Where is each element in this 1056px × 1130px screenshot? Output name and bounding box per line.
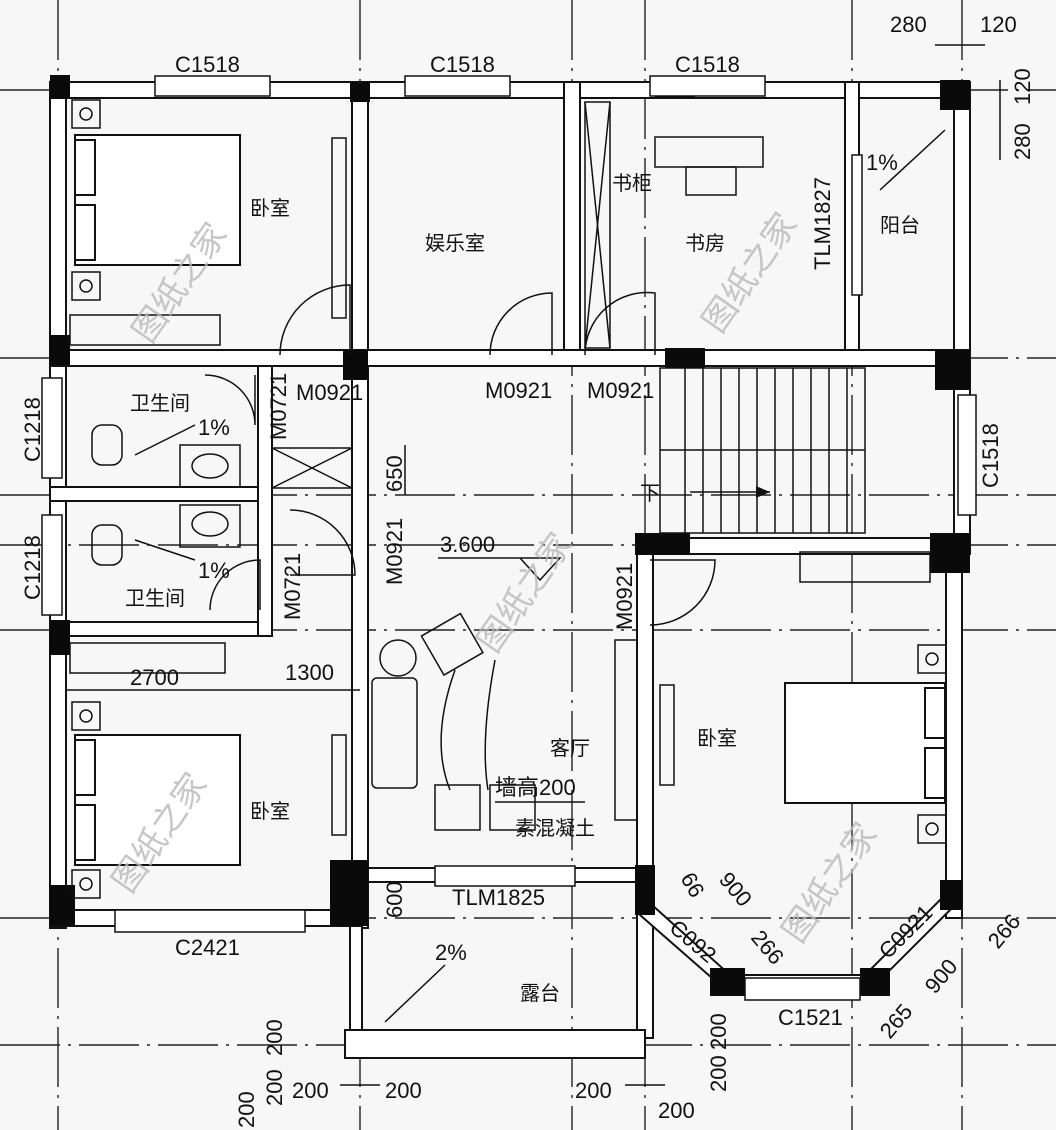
bookcase (584, 101, 611, 349)
room-bedroom-se: 卧室 (697, 727, 737, 750)
dimension: 900 (714, 867, 757, 911)
room-balcony: 阳台 (880, 214, 920, 237)
label-window: C1218 (20, 535, 45, 600)
bed-se (784, 644, 947, 844)
windows (41, 75, 977, 1001)
label-window: C1518 (430, 52, 495, 77)
duct (271, 447, 353, 489)
room-living: 客厅 (550, 737, 590, 760)
tv-cabinet (614, 639, 638, 821)
bed-sw (71, 701, 241, 899)
sink-1 (179, 444, 241, 488)
furniture (69, 99, 947, 899)
label-door: M0921 (485, 378, 552, 403)
dimension: 2700 (130, 665, 179, 690)
dimension: 900 (920, 954, 963, 998)
wardrobe-sw (69, 642, 226, 674)
slope-label: 1% (198, 558, 230, 583)
label-window: C1518 (978, 423, 1003, 488)
room-bedroom-nw: 卧室 (250, 197, 290, 220)
label-door: TLM1827 (810, 177, 835, 270)
dimension: 266 (983, 909, 1026, 953)
room-entertainment: 娱乐室 (425, 232, 485, 255)
label-window: C1521 (778, 1005, 843, 1030)
dimension: 280 (890, 12, 927, 37)
toilet-1 (91, 424, 123, 466)
dimension: 200 (706, 1055, 731, 1092)
label-door: M0921 (296, 380, 363, 405)
sink-2 (179, 504, 241, 548)
bed-nw (71, 99, 241, 301)
toilet-2 (91, 524, 123, 566)
label-window: C1518 (175, 52, 240, 77)
label-window: C2421 (175, 935, 240, 960)
label-door: M0721 (266, 373, 291, 440)
label-window: C1218 (20, 397, 45, 462)
label-door: M0721 (280, 553, 305, 620)
dimension: 200 (234, 1091, 259, 1128)
label-door: M0921 (587, 378, 654, 403)
room-bookcase: 书柜 (612, 172, 652, 195)
annotations: 1% 1% 1% 2% 3.600 墙高200 素混凝土 (134, 129, 946, 1023)
dimension: 200 (262, 1069, 287, 1106)
room-study: 书房 (685, 232, 725, 255)
staircase[interactable]: 下 (640, 367, 866, 534)
material-label: 素混凝土 (515, 817, 595, 840)
room-bedroom-sw: 卧室 (250, 800, 290, 823)
sofa-set (371, 612, 536, 831)
dimension: 66 (676, 868, 710, 902)
dimension: 265 (875, 999, 918, 1043)
dimension: 200 (575, 1078, 612, 1103)
watermark: 图纸之家 (775, 816, 884, 949)
stairs-down-label: 下 (640, 483, 660, 505)
dimension: 120 (980, 12, 1017, 37)
dimension: 200 (262, 1019, 287, 1056)
room-terrace: 露台 (520, 982, 560, 1005)
dimension: 650 (382, 455, 407, 492)
room-bathroom-1: 卫生间 (130, 392, 190, 415)
room-labels: 卧室 娱乐室 书房 书柜 阳台 卫生间 卫生间 客厅 卧室 卧室 露台 (125, 172, 920, 1005)
wardrobe-se (799, 551, 931, 583)
dimension: 280 (1010, 123, 1035, 160)
dimension: 1300 (285, 660, 334, 685)
wall-height-label: 墙高200 (495, 775, 576, 800)
chair (685, 166, 737, 196)
dimension: 200 (658, 1098, 695, 1123)
label-window: C1518 (675, 52, 740, 77)
dimension: 200 (706, 1013, 731, 1050)
dimension: 120 (1010, 68, 1035, 105)
dimension: 200 (385, 1078, 422, 1103)
wardrobe-nw (69, 314, 221, 346)
slope-label: 2% (435, 940, 467, 965)
dimension: 600 (382, 881, 407, 918)
doors (204, 154, 863, 626)
desk (654, 136, 764, 168)
label-door: M0921 (382, 518, 407, 585)
room-bathroom-2: 卫生间 (125, 587, 185, 610)
slope-label: 1% (866, 150, 898, 175)
watermark: 图纸之家 (695, 206, 804, 339)
label-door: M0921 (612, 563, 637, 630)
slope-label: 1% (198, 415, 230, 440)
label-door: TLM1825 (452, 885, 545, 910)
elevation-label: 3.600 (440, 532, 495, 557)
dimension: 200 (292, 1078, 329, 1103)
